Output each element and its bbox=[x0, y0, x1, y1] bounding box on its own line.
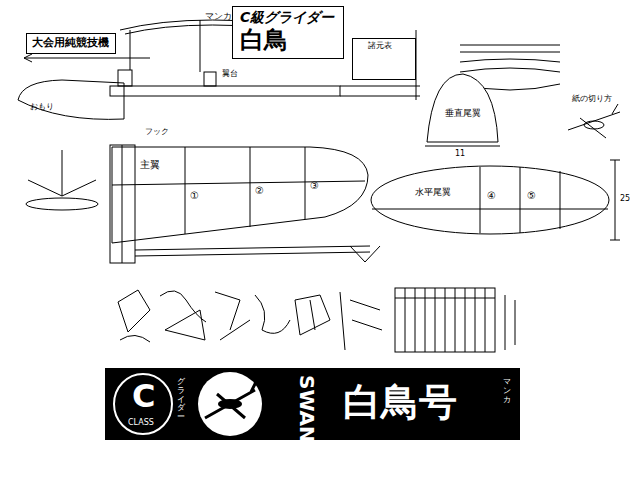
callout-number: ① bbox=[190, 190, 199, 201]
node-text: 垂直尾翼 bbox=[445, 108, 481, 119]
callout-number: ③ bbox=[310, 180, 319, 191]
title-box: C級グライダー白鳥 bbox=[232, 6, 344, 59]
label-band: グライダー SWAN 白鳥号 マンカ C CLASS bbox=[105, 368, 520, 440]
part-name: おもり bbox=[30, 103, 54, 112]
node-text: C級グライダー bbox=[240, 9, 336, 26]
wing-outline: 主翼 bbox=[110, 145, 370, 245]
spec-table: 諸元表 bbox=[352, 38, 416, 80]
node-text: C bbox=[132, 377, 155, 415]
callout-number: ② bbox=[255, 185, 264, 196]
node-text: SWAN bbox=[295, 375, 319, 443]
node-text: CLASS bbox=[128, 418, 154, 428]
node-text: マンカ bbox=[503, 378, 511, 404]
node-text: グライダー bbox=[177, 378, 185, 422]
banner-box: 大会用純競技機 bbox=[26, 33, 116, 54]
callout-number: ④ bbox=[487, 190, 496, 201]
callout-number: ⑤ bbox=[527, 190, 536, 201]
node-text: 白鳥 bbox=[240, 26, 336, 55]
note-text: 紙の切り方 bbox=[572, 95, 612, 104]
node-text: 諸元表 bbox=[368, 41, 392, 51]
class-badge: C CLASS bbox=[113, 373, 173, 435]
node-text: 大会用純競技機 bbox=[32, 36, 110, 49]
node-text: 白鳥号 bbox=[343, 380, 457, 426]
part-name: 翼台 bbox=[222, 70, 238, 79]
maker-mark: マンカ bbox=[205, 12, 232, 22]
node-text: 水平尾翼 bbox=[415, 187, 451, 198]
dimension: 25 bbox=[620, 195, 630, 204]
node-text: 主翼 bbox=[140, 159, 160, 171]
fin-outline: 垂直尾翼 bbox=[425, 72, 500, 144]
part-name: フック bbox=[145, 128, 169, 137]
dimension: 11 bbox=[455, 150, 465, 159]
